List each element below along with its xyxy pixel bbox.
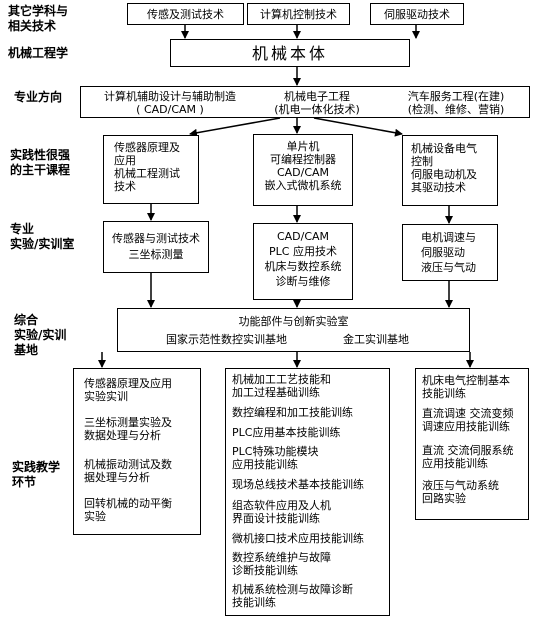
- practice-middle-item: 现场总线技术基本技能训练: [232, 478, 364, 491]
- label-mechanical-engineering: 机械工程学: [8, 46, 69, 60]
- practice-middle-item: 组态软件应用及人机 界面设计技能训练: [232, 499, 331, 525]
- practice-middle-item: 机械系统检测与故障诊断 技能训练: [232, 583, 353, 609]
- base-metalworking: 金工实训基地: [343, 333, 409, 346]
- arrow-dir-to-right-course: [313, 117, 403, 137]
- box-courses-electrical-control: 机械设备电气 控制 伺服电动机及 其驱动技术: [402, 135, 498, 206]
- lab-motor-hydraulic-text: 电机调速与 伺服驱动 液压与气动: [421, 231, 476, 274]
- label-other-disciplines: 其它学科与 相关技术: [8, 4, 69, 33]
- lab-cad-plc-text: CAD/CAM PLC 应用技术 机床与数控系统 诊断与维修: [264, 230, 342, 288]
- box-sensing-testing-tech: 传感及测试技术: [127, 3, 244, 25]
- practice-middle-item: 微机接口技术应用技能训练: [232, 532, 364, 545]
- courses-sensing-text: 传感器原理及 应用 机械工程测试 技术: [114, 141, 180, 193]
- practice-left-item: 传感器原理及应用 实验实训: [84, 377, 172, 403]
- label-practice-teaching: 实践教学 环节: [12, 460, 61, 489]
- courses-microcontroller-text: 单片机 可编程控制器 CAD/CAM 嵌入式微机系统: [264, 140, 342, 192]
- practice-middle-item: 数控系统维护与故障 诊断技能训练: [232, 551, 331, 577]
- box-courses-microcontroller: 单片机 可编程控制器 CAD/CAM 嵌入式微机系统: [253, 134, 353, 206]
- practice-middle-item: PLC应用基本技能训练: [232, 426, 341, 439]
- practice-middle-item: 机械加工工艺技能和 加工过程基础训练: [232, 373, 331, 399]
- box-mechanical-body: 机械本体: [170, 39, 410, 67]
- box-lab-motor-hydraulic: 电机调速与 伺服驱动 液压与气动: [402, 224, 498, 281]
- practice-right-item: 机床电气控制基本 技能训练: [422, 374, 510, 400]
- box-lab-cad-plc: CAD/CAM PLC 应用技术 机床与数控系统 诊断与维修: [253, 223, 353, 300]
- practice-right-item: 液压与气动系统 回路实验: [422, 479, 499, 505]
- box-computer-control-label: 计算机控制技术: [260, 8, 337, 21]
- label-training-base: 综合 实验/实训 基地: [14, 313, 67, 357]
- practice-middle-item: PLC特殊功能模块 应用技能训练: [232, 445, 319, 471]
- practice-left-item: 回转机械的动平衡 实验: [84, 497, 172, 523]
- box-practice-measurement: 传感器原理及应用 实验实训 三坐标测量实验及 数据处理与分析 机械振动测试及数 …: [73, 368, 201, 535]
- box-sensing-testing-label: 传感及测试技术: [147, 8, 224, 21]
- box-lab-sensor-cmm: 传感器与测试技术 三坐标测量: [103, 221, 209, 273]
- direction-cad-cam: 计算机辅助设计与辅助制造 ( CAD/CAM ): [104, 90, 236, 116]
- label-lab-rooms: 专业 实验/实训室: [10, 222, 75, 251]
- practice-middle-item: 数控编程和加工技能训练: [232, 406, 353, 419]
- direction-automotive-service: 汽车服务工程(在建) (检测、维修、营销): [407, 90, 505, 116]
- base-innovation-lab: 功能部件与创新实验室: [238, 315, 349, 328]
- arrow-dir-to-left-course: [189, 117, 281, 137]
- practice-left-item: 三坐标测量实验及 数据处理与分析: [84, 416, 172, 442]
- practice-right-item: 直流调速 交流变频 调速应用技能训练: [422, 407, 514, 433]
- box-servo-drive-label: 伺服驱动技术: [384, 8, 450, 21]
- box-practice-machining-plc: 机械加工工艺技能和 加工过程基础训练 数控编程和加工技能训练 PLC应用基本技能…: [225, 368, 390, 616]
- box-training-base: 功能部件与创新实验室 国家示范性数控实训基地 金工实训基地: [117, 308, 470, 352]
- mechanical-body-title: 机械本体: [251, 44, 328, 63]
- box-specialty-directions: 计算机辅助设计与辅助制造 ( CAD/CAM ) 机械电子工程 (机电一体化技术…: [80, 86, 530, 118]
- box-practice-electrical: 机床电气控制基本 技能训练 直流调速 交流变频 调速应用技能训练 直流 交流伺服…: [415, 368, 529, 520]
- direction-mechatronics: 机械电子工程 (机电一体化技术): [274, 90, 360, 116]
- practice-left-item: 机械振动测试及数 据处理与分析: [84, 458, 172, 484]
- box-courses-sensing: 传感器原理及 应用 机械工程测试 技术: [103, 135, 199, 204]
- practice-right-item: 直流 交流伺服系统 应用技能训练: [422, 444, 514, 470]
- courses-electrical-control-text: 机械设备电气 控制 伺服电动机及 其驱动技术: [411, 142, 477, 194]
- box-computer-control-tech: 计算机控制技术: [247, 3, 350, 25]
- label-specialty-direction: 专业方向: [14, 90, 63, 104]
- base-national-cnc: 国家示范性数控实训基地: [166, 333, 287, 346]
- label-core-courses: 实践性很强 的主干课程: [10, 148, 71, 177]
- box-servo-drive-tech: 伺服驱动技术: [370, 3, 464, 25]
- lab-sensor-cmm-text: 传感器与测试技术 三坐标测量: [112, 232, 200, 261]
